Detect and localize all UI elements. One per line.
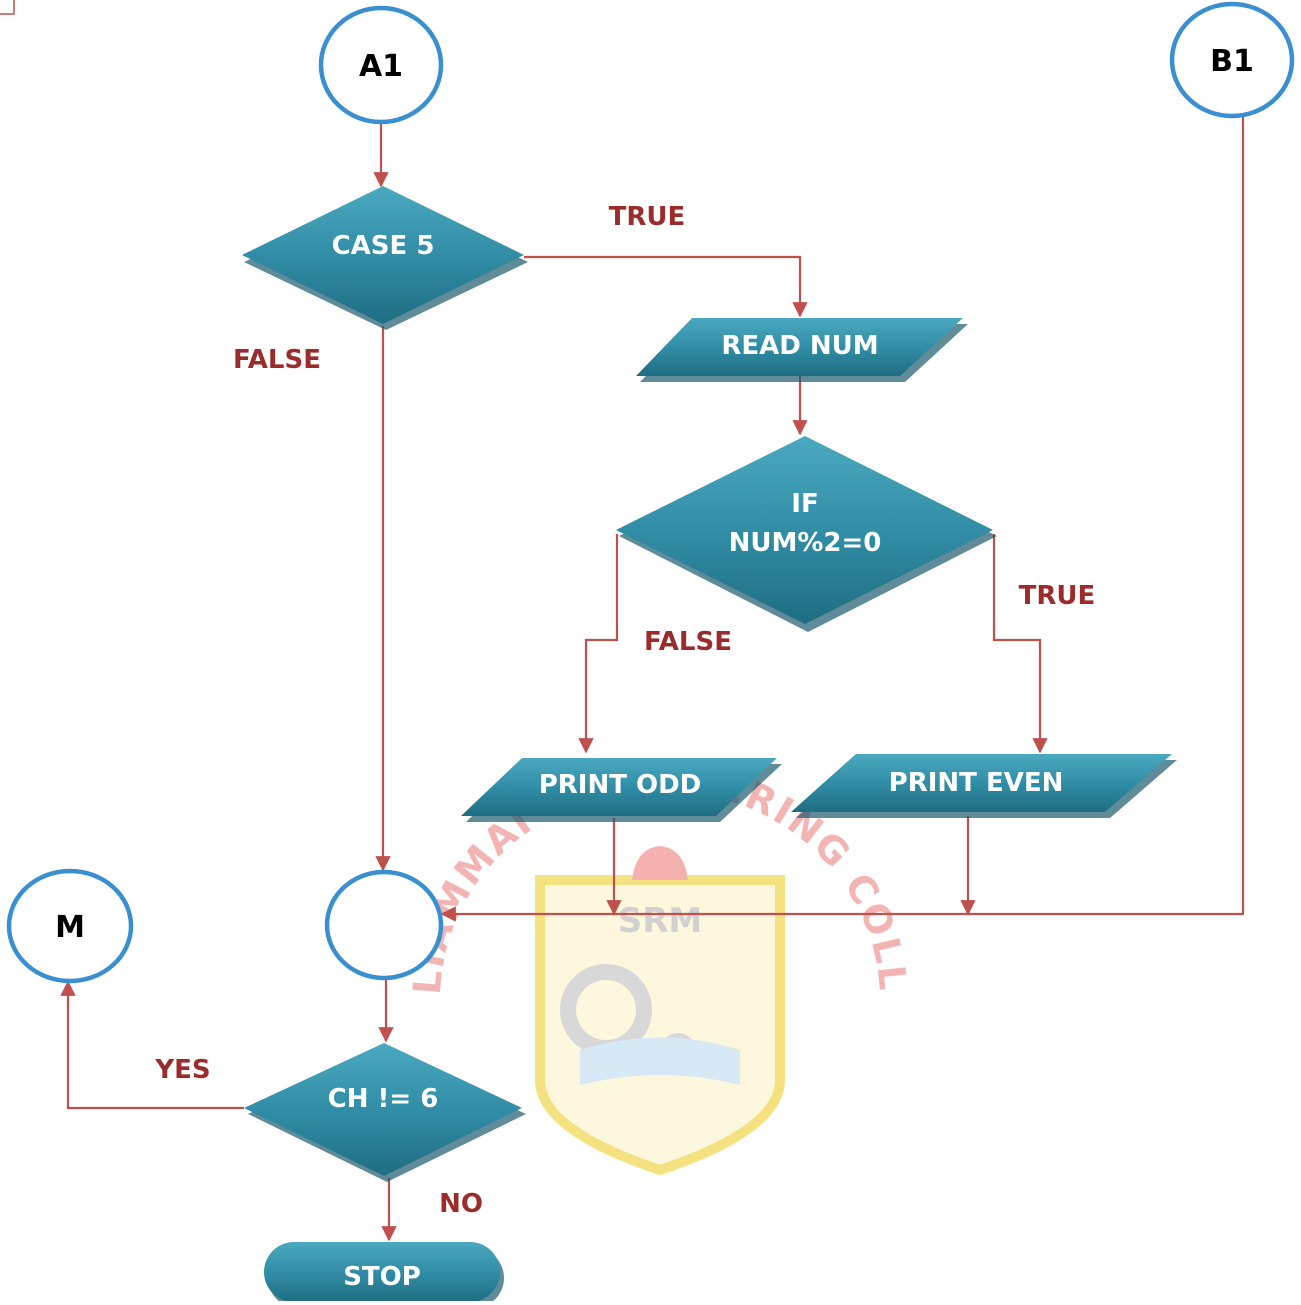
decision-case5: CASE 5 bbox=[242, 186, 528, 330]
arrow-b1-merge bbox=[440, 115, 1245, 922]
watermark-emblem: SRM bbox=[618, 901, 703, 941]
label-case5-false: FALSE bbox=[233, 345, 321, 375]
decision-if: IF NUM%2=0 bbox=[616, 436, 997, 632]
io-print-even: PRINT EVEN bbox=[791, 754, 1177, 818]
terminator-stop-label: STOP bbox=[343, 1262, 421, 1292]
connector-m-label: M bbox=[55, 910, 85, 945]
io-read-num: READ NUM bbox=[636, 318, 968, 382]
arrow-if-false bbox=[578, 534, 619, 754]
connector-b1: B1 bbox=[1169, 1, 1295, 119]
arrow-case5-true bbox=[524, 255, 808, 318]
decision-case5-label: CASE 5 bbox=[332, 231, 435, 261]
connector-merge bbox=[324, 869, 444, 981]
watermark-book-icon bbox=[580, 1037, 740, 1085]
decision-if-line1: IF bbox=[791, 489, 818, 519]
label-no: NO bbox=[439, 1189, 483, 1219]
decision-if-line2: NUM%2=0 bbox=[729, 528, 882, 558]
io-print-odd: PRINT ODD bbox=[461, 758, 782, 822]
io-print-even-label: PRINT EVEN bbox=[889, 768, 1064, 798]
label-if-false: FALSE bbox=[644, 627, 732, 657]
decision-ch: CH != 6 bbox=[244, 1043, 526, 1182]
io-read-num-label: READ NUM bbox=[721, 331, 878, 361]
label-case5-true: TRUE bbox=[609, 202, 686, 232]
arrow-yes-to-m bbox=[60, 980, 244, 1110]
terminator-stop: STOP bbox=[264, 1242, 504, 1305]
label-yes: YES bbox=[154, 1055, 210, 1085]
label-if-true: TRUE bbox=[1019, 581, 1096, 611]
connector-a1: A1 bbox=[318, 5, 444, 125]
connector-a1-label: A1 bbox=[359, 49, 403, 84]
io-print-odd-label: PRINT ODD bbox=[539, 770, 702, 800]
connector-b1-label: B1 bbox=[1210, 44, 1254, 79]
corner-fragment bbox=[0, 0, 15, 15]
watermark-shield bbox=[535, 875, 785, 1176]
connector-lines bbox=[60, 115, 1245, 1242]
watermark-bell-icon bbox=[632, 846, 688, 880]
arrow-if-true bbox=[992, 534, 1048, 754]
decision-ch-label: CH != 6 bbox=[328, 1084, 439, 1114]
connector-m: M bbox=[6, 868, 134, 984]
